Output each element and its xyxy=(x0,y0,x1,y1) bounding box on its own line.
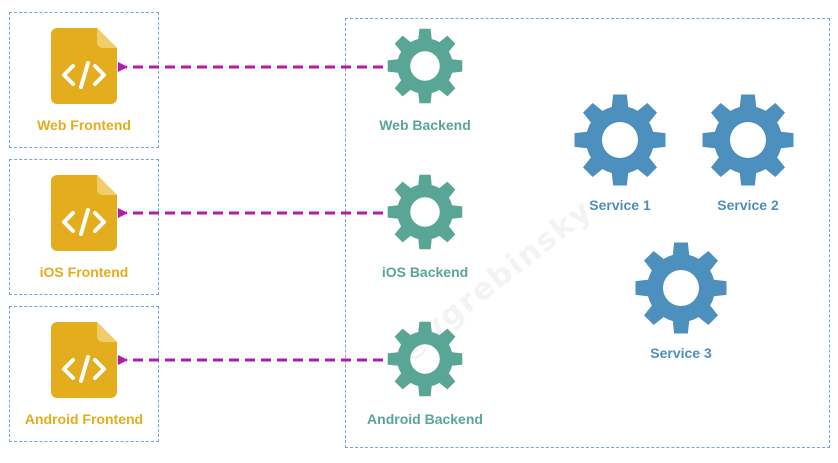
service-2-gear-icon xyxy=(702,94,794,186)
web-frontend-code-file-icon xyxy=(51,28,117,104)
gear-shape xyxy=(702,94,794,186)
gear-shape xyxy=(574,94,666,186)
gear-shape xyxy=(387,321,463,397)
service-2-label: Service 2 xyxy=(717,197,779,213)
ios-frontend-box xyxy=(9,159,159,295)
service-1-gear-icon xyxy=(574,94,666,186)
web-frontend-box xyxy=(9,12,159,148)
ios-backend-gear-icon xyxy=(387,174,463,250)
service-3-label: Service 3 xyxy=(650,345,712,361)
web-backend-label: Web Backend xyxy=(379,117,471,133)
web-backend-gear-icon xyxy=(387,28,463,104)
android-frontend-label: Android Frontend xyxy=(24,411,144,427)
gear-shape xyxy=(387,174,463,250)
web-frontend-label: Web Frontend xyxy=(37,117,131,133)
android-frontend-box xyxy=(9,306,159,442)
gear-shape xyxy=(635,242,727,334)
android-frontend-code-file-icon xyxy=(51,322,117,398)
ios-frontend-label: iOS Frontend xyxy=(39,264,129,280)
service-3-gear-icon xyxy=(635,242,727,334)
ios-backend-label: iOS Backend xyxy=(381,264,469,280)
gear-shape xyxy=(387,28,463,104)
service-1-label: Service 1 xyxy=(589,197,651,213)
android-backend-label: Android Backend xyxy=(367,411,483,427)
ios-frontend-code-file-icon xyxy=(51,175,117,251)
backend-container xyxy=(345,18,830,448)
android-backend-gear-icon xyxy=(387,321,463,397)
